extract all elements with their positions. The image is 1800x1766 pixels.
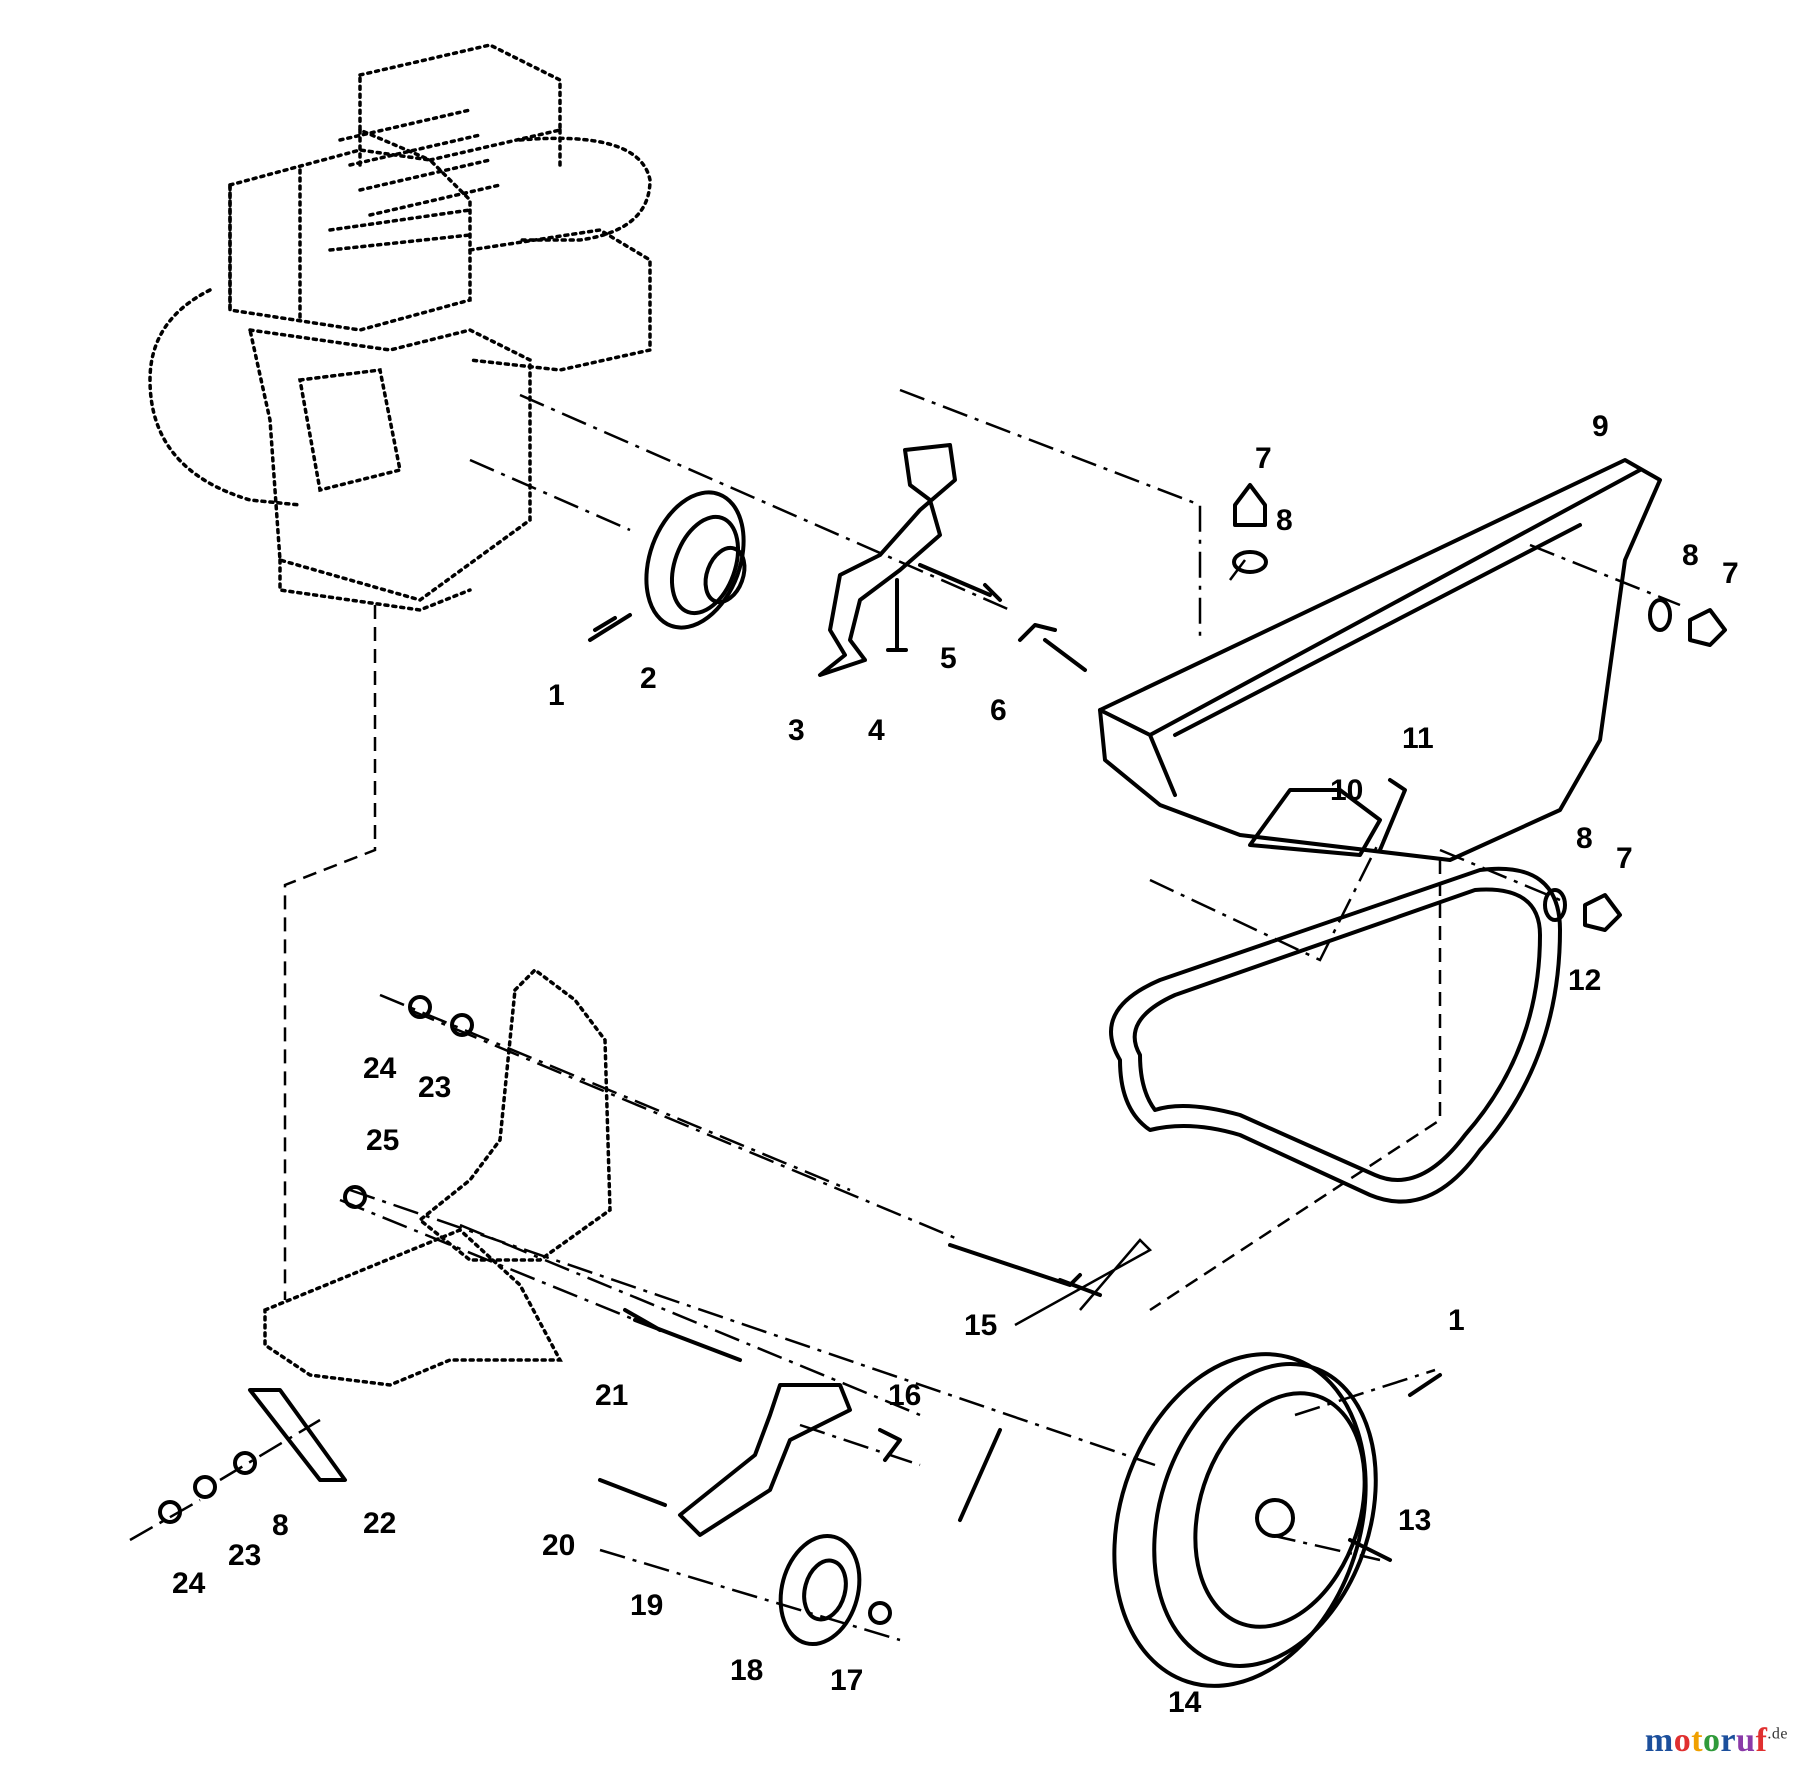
motoruf-watermark: motoruf.de (1644, 1722, 1788, 1759)
engine-outline (148, 43, 652, 612)
pulley-bolt-lower (1408, 1373, 1442, 1397)
callout-18: 18 (730, 1654, 763, 1687)
callout-24b: 24 (172, 1567, 206, 1600)
callout-4: 4 (868, 714, 885, 747)
pulley-bolt (588, 613, 632, 642)
callout-5: 5 (940, 642, 957, 675)
cap-nut-lower (1583, 893, 1622, 932)
spring-clip (1018, 623, 1087, 672)
callout-8c: 8 (1576, 822, 1593, 855)
spring (958, 1428, 1002, 1522)
callout-22: 22 (363, 1507, 396, 1540)
callout-8d: 8 (272, 1509, 289, 1542)
nut-24a (408, 995, 432, 1019)
callout-16: 16 (888, 1379, 921, 1412)
nut-17 (868, 1601, 892, 1625)
control-rod (948, 1243, 1102, 1297)
washer-23a (450, 1013, 474, 1037)
callout-8b: 8 (1682, 539, 1699, 572)
callout-19: 19 (630, 1589, 663, 1622)
callout-3: 3 (788, 714, 805, 747)
washer-8-lower (233, 1451, 257, 1475)
washer-lower (1543, 888, 1567, 922)
washer-top (1232, 550, 1268, 574)
pulley-bolt-13 (1348, 1538, 1392, 1562)
cap-nut-right (1688, 608, 1727, 647)
callout-2: 2 (640, 662, 657, 695)
callout-9: 9 (1592, 410, 1609, 443)
spring-clip-16 (878, 1428, 902, 1462)
pivot-pin (623, 1308, 742, 1362)
callout-13: 13 (1398, 1504, 1431, 1537)
callout-21: 21 (595, 1379, 628, 1412)
idler-arm (678, 1383, 852, 1537)
callout-7a: 7 (1255, 442, 1272, 475)
belt-guard-bracket (818, 443, 957, 677)
screw (886, 578, 908, 652)
engine-pulley (644, 490, 747, 630)
callout-24a: 24 (363, 1052, 397, 1085)
callout-labels: 1 2 3 4 5 6 7 8 9 8 7 11 10 8 7 12 24 23… (172, 410, 1739, 1719)
callout-6: 6 (990, 694, 1007, 727)
drive-belt (1109, 866, 1562, 1204)
callout-11: 11 (1402, 722, 1434, 755)
idler-pulley (778, 1533, 862, 1647)
bolt (918, 563, 1002, 602)
callout-14: 14 (1168, 1686, 1202, 1719)
callout-7b: 7 (1722, 557, 1739, 590)
callout-23b: 23 (228, 1539, 261, 1572)
nut-24b (158, 1500, 182, 1524)
callout-10: 10 (1330, 774, 1363, 807)
callout-12: 12 (1568, 964, 1601, 997)
callout-7c: 7 (1616, 842, 1633, 875)
center-lines (129, 388, 1681, 1642)
bolt-20 (598, 1478, 667, 1507)
nut-25 (343, 1185, 367, 1209)
callout-8a: 8 (1276, 504, 1293, 537)
drive-belt-inner (1132, 887, 1542, 1182)
belt-guard (1098, 458, 1662, 862)
washer-23b (193, 1475, 217, 1499)
base-plate (263, 1227, 563, 1387)
plate-22 (248, 1388, 347, 1482)
cap-nut-top (1233, 483, 1267, 527)
callout-1b: 1 (1448, 1304, 1465, 1337)
callout-23a: 23 (418, 1071, 451, 1104)
callout-25: 25 (366, 1124, 399, 1157)
callout-17: 17 (830, 1664, 863, 1697)
screw-11 (1378, 778, 1407, 852)
mounting-plate (417, 967, 612, 1262)
callout-20: 20 (542, 1529, 575, 1562)
callout-1a: 1 (548, 679, 565, 712)
callout-15: 15 (964, 1309, 997, 1342)
drive-pulley (1112, 1352, 1378, 1688)
washer-right (1648, 598, 1672, 632)
